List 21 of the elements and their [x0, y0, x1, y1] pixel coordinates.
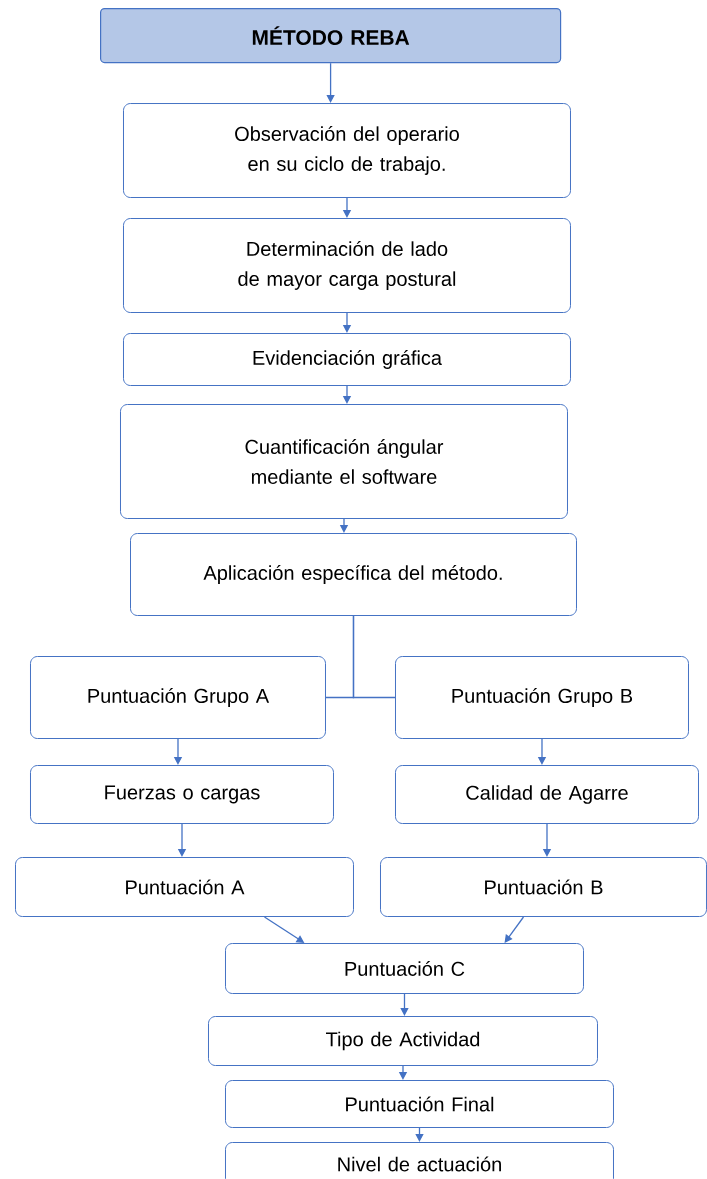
- process-box: Puntuación B: [380, 857, 707, 917]
- arrow: [400, 993, 409, 1016]
- process-box: Puntuación A: [15, 857, 354, 917]
- arrow: [415, 1127, 424, 1142]
- process-box: Cuantificación ángular mediante el software: [120, 404, 568, 519]
- process-box: Evidenciación gráfica: [123, 333, 571, 386]
- title-box: MÉTODO REBA: [100, 8, 562, 64]
- process-box: Tipo de Actividad: [208, 1016, 598, 1066]
- connector-line: [352, 615, 396, 699]
- process-box: Puntuación Grupo B: [395, 656, 689, 739]
- process-box: Fuerzas o cargas: [30, 765, 334, 824]
- process-box: Nivel de actuación: [225, 1142, 614, 1179]
- process-box: Puntuación Final: [225, 1080, 614, 1128]
- process-box: Puntuación C: [225, 943, 584, 994]
- arrow: [504, 916, 525, 943]
- process-box: Observación del operario en su ciclo de trabajo.: [123, 103, 571, 198]
- arrow: [326, 62, 335, 103]
- process-box: Determinación de lado de mayor carga postural: [123, 218, 571, 313]
- process-box: Puntuación Grupo A: [30, 656, 326, 739]
- process-box: Calidad de Agarre: [395, 765, 699, 824]
- process-box: Aplicación específica del método.: [130, 533, 577, 616]
